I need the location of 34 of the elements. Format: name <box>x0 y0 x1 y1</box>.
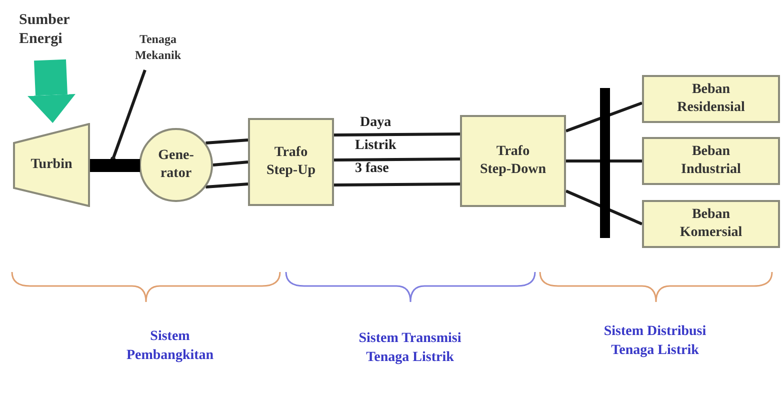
turbine-trapezoid <box>13 123 90 207</box>
connector-line <box>206 182 248 188</box>
node-label: Beban Komersial <box>678 206 744 242</box>
process-box <box>248 118 334 206</box>
node-label: Trafo Step-Down <box>478 142 548 179</box>
node-label: Turbin <box>30 156 72 174</box>
shaft-bar <box>90 159 140 172</box>
arrow <box>28 59 76 123</box>
text-label: Sumber Energi <box>19 10 71 49</box>
connector-line <box>334 182 460 186</box>
section-label: Sistem Transmisi Tenaga Listrik <box>358 330 462 367</box>
leader-line <box>110 70 146 162</box>
node-label: Gene- rator <box>157 146 195 183</box>
connector-line <box>212 160 248 166</box>
connector-line <box>334 132 460 136</box>
line-label: Listrik <box>355 137 398 155</box>
node-label: Beban Industrial <box>680 142 742 179</box>
section-label: Sistem Pembangkitan <box>125 328 215 365</box>
process-box <box>642 200 780 248</box>
process-box <box>642 137 780 185</box>
connector-line <box>565 102 643 132</box>
connector-line <box>565 190 643 226</box>
connector-line <box>206 138 248 144</box>
text-label: Tenaga Mekanik <box>134 32 182 64</box>
connector-line <box>334 158 460 162</box>
line-label: 3 fase <box>355 160 390 178</box>
process-box <box>642 75 780 123</box>
node-label: Trafo Step-Up <box>265 144 316 180</box>
bus-bar <box>600 88 610 238</box>
line-label: Daya <box>360 114 392 132</box>
process-box <box>460 115 566 207</box>
node-label: Beban Residensial <box>676 80 746 117</box>
section-label: Sistem Distribusi Tenaga Listrik <box>602 323 708 360</box>
connector-line <box>566 160 642 162</box>
